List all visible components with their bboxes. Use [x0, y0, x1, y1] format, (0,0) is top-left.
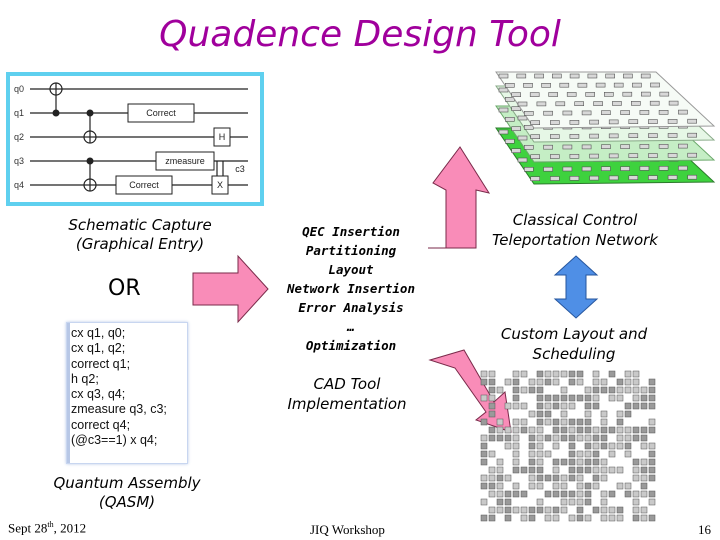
footer-venue: JIQ Workshop — [310, 522, 385, 537]
cnot-control-dot — [86, 157, 94, 165]
cad-step: Optimization — [305, 338, 397, 353]
circuit-schematic-panel: q0 q1 q2 q3 q4 — [6, 72, 264, 206]
qasm-line: zmeasure q3, c3; — [71, 402, 167, 417]
cad-step: … — [347, 319, 355, 334]
correct-gate-q4 — [115, 175, 173, 195]
correct-gate-label: Correct — [146, 108, 176, 118]
classical-bit-label: c3 — [235, 164, 245, 174]
output-arrow-upper — [428, 146, 491, 249]
custom-layout-label: Custom Layout and Scheduling — [500, 325, 648, 363]
slide-title: Quadence Design Tool — [159, 14, 561, 55]
qubit-label-q2: q2 — [14, 132, 24, 142]
h-gate-label: H — [219, 132, 226, 142]
qasm-line: h q2; — [71, 371, 99, 386]
footer-date: Sept 28th, 2012 — [8, 520, 87, 536]
classical-control-label: Classical Control Teleportation Network — [491, 211, 658, 249]
correct-gate-q1 — [127, 103, 195, 123]
qasm-line: correct q1; — [71, 356, 131, 371]
qasm-line: cx q3, q4; — [71, 387, 126, 402]
x-gate-q4 — [211, 175, 229, 195]
cad-step: QEC Insertion — [302, 224, 400, 239]
qubit-label-q3: q3 — [14, 156, 24, 166]
cad-step: Error Analysis — [298, 300, 404, 315]
qasm-line: cx q1, q2; — [71, 341, 126, 356]
qubit-label-q1: q1 — [14, 108, 24, 118]
circuit-diagram: q0 q1 q2 q3 q4 — [14, 82, 248, 195]
zmeasure-gate-q3 — [155, 151, 215, 171]
cnot-control-dot — [86, 109, 94, 117]
qasm-line: (@c3==1) x q4; — [71, 433, 158, 448]
or-label: OR — [108, 276, 141, 301]
cad-step: Network Insertion — [287, 281, 415, 296]
zmeasure-gate-label: zmeasure — [165, 156, 205, 166]
x-gate-label: X — [217, 180, 223, 190]
h-gate-q2 — [213, 127, 231, 147]
cnot-control-dot — [52, 109, 60, 117]
page-number: 16 — [698, 522, 711, 537]
qasm-label: Quantum Assembly (QASM) — [53, 474, 201, 511]
scheduling-layout-image — [480, 370, 656, 522]
correct-gate-label-2: Correct — [129, 180, 159, 190]
cad-step: Partitioning — [305, 243, 397, 258]
cad-tool-label: CAD Tool Implementation — [287, 375, 407, 413]
double-arrow — [553, 255, 599, 319]
qasm-line: correct q4; — [71, 417, 131, 432]
schematic-label: Schematic Capture (Graphical Entry) — [68, 216, 212, 253]
cad-steps-list: QEC Insertion Partitioning Layout Networ… — [272, 222, 430, 355]
cad-step: Layout — [328, 262, 374, 277]
input-arrow — [192, 254, 269, 324]
chip-layout-image — [495, 71, 716, 185]
qubit-label-q0: q0 — [14, 84, 24, 94]
qasm-line: cx q1, q0; — [71, 326, 126, 340]
qasm-code-box: cx q1, q0; cx q1, q2; correct q1; h q2; … — [66, 322, 188, 464]
qubit-label-q4: q4 — [14, 180, 24, 190]
